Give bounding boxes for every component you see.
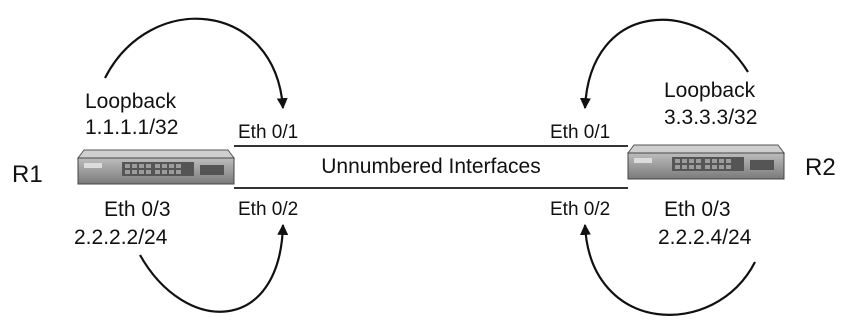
r2-port-eth02: Eth 0/2 bbox=[550, 199, 610, 220]
r2-eth03-to-eth02-arrow bbox=[579, 223, 756, 316]
r1-loopback-label: Loopback bbox=[85, 90, 177, 113]
r1-port-eth02: Eth 0/2 bbox=[238, 199, 298, 220]
r2-eth03-label: Eth 0/3 bbox=[664, 198, 731, 221]
r1-loopback-to-eth01-arrow bbox=[104, 17, 288, 110]
r1-name: R1 bbox=[12, 161, 43, 188]
r2-switch-icon bbox=[627, 144, 785, 180]
r2-loopback-ip: 3.3.3.3/32 bbox=[664, 106, 757, 129]
r1-loopback-ip: 1.1.1.1/32 bbox=[85, 116, 178, 139]
r1-eth03-ip: 2.2.2.2/24 bbox=[74, 226, 168, 249]
link-label: Unnumbered Interfaces bbox=[321, 155, 540, 178]
r1-eth03-label: Eth 0/3 bbox=[104, 198, 171, 221]
r2-name: R2 bbox=[805, 154, 836, 181]
r1-port-eth01: Eth 0/1 bbox=[238, 122, 298, 143]
r1-eth03-to-eth02-arrow bbox=[139, 223, 289, 313]
r2-eth03-ip: 2.2.2.4/24 bbox=[658, 226, 752, 249]
r2-loopback-label: Loopback bbox=[664, 79, 756, 102]
r1-switch-icon bbox=[77, 149, 235, 185]
r2-port-eth01: Eth 0/1 bbox=[550, 122, 610, 143]
r2-loopback-to-eth01-arrow bbox=[579, 18, 749, 110]
